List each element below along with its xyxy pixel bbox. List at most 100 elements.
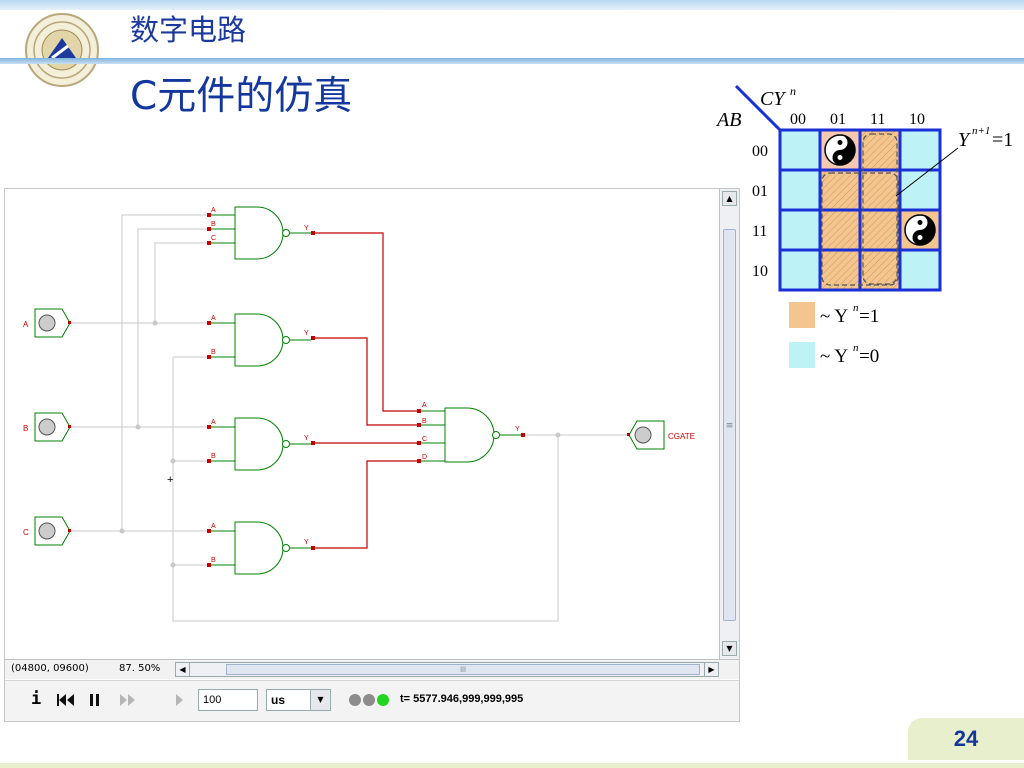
status-light-green [377,694,389,706]
info-icon[interactable]: i [31,689,42,709]
gate1-pin-c: C [211,235,216,242]
kmap-row-01: 01 [752,183,768,200]
time-unit-value: us [271,693,286,707]
gate5-pin-b: B [422,418,427,425]
gate4-pin-a: A [211,523,216,530]
gate1-pin-b: B [211,221,216,228]
header-rule [0,58,1024,64]
legend-swatch-one [789,302,815,328]
step-play-icon[interactable] [175,693,185,707]
wire-junctions [119,320,561,568]
kmap-row-11: 11 [752,223,767,240]
equation-rhs: =1 [992,129,1013,151]
gate1-pin-a: A [211,207,216,214]
kmap-col-11: 11 [870,111,885,128]
karnaugh-map: AB CY n 00 01 11 10 00 01 11 10 [715,84,1013,368]
gray-wires [70,214,629,622]
input-a-label: A [23,320,29,329]
red-wires [315,232,419,549]
input-pin-b[interactable]: B [23,412,71,442]
course-title: 数字电路 [130,13,247,47]
status-row: (04800, 09600) 87. 50% ◀ lll ▶ [5,659,739,679]
pause-icon[interactable] [89,693,101,707]
time-readout: t= 5577.946,999,999,995 [400,693,524,705]
input-b-label: B [23,424,28,433]
legend-zero-suffix: =0 [859,346,879,367]
input-pin-c[interactable]: C [23,516,71,546]
horizontal-scrollbar[interactable]: ◀ lll ▶ [175,662,719,677]
kmap-group-column [862,133,898,285]
scroll-thumb[interactable]: ≡ [723,229,736,621]
nand-gate-3[interactable]: A B Y [207,417,315,471]
gate3-pin-a: A [211,419,216,426]
yin-yang-icon-1 [824,134,856,166]
vertical-scrollbar[interactable]: ▲ ≡ ▼ [719,189,739,659]
bottom-rule [0,763,1024,768]
gate5-pin-d: D [422,454,427,461]
gate5-pin-a: A [422,402,427,409]
legend-one-sup: n [853,302,859,314]
nand-gate-1[interactable]: A B C Y [207,206,315,260]
nand-gate-2[interactable]: A B Y [207,313,315,367]
fast-forward-icon[interactable] [119,693,137,707]
legend-one-prefix: ~ Y [820,306,848,327]
scroll-down-arrow[interactable]: ▼ [722,641,737,656]
gate4-pin-b: B [211,557,216,564]
legend-swatch-zero [789,342,815,368]
hscroll-thumb[interactable]: lll [226,664,700,675]
equation-sup: n+1 [972,125,990,137]
top-band [0,0,1024,10]
kmap-row-var: AB [715,109,741,131]
kmap-col-01: 01 [830,111,846,128]
gate5-pin-c: C [422,436,427,443]
kmap-row-00: 00 [752,143,768,160]
time-unit-select[interactable]: us ▼ [266,689,331,711]
input-pin-a[interactable]: A [23,308,71,338]
kmap-col-10: 10 [909,111,925,128]
scroll-grip: ≡ [725,421,734,431]
kmap-cell-0011 [860,130,900,170]
coordinates-readout: (04800, 09600) [11,663,89,674]
hscroll-grip: lll [460,666,466,674]
circuit-canvas[interactable]: A B C A B C Y [5,189,719,659]
legend-one-suffix: =1 [859,306,879,327]
output-label: CGATE [668,432,695,441]
gate3-pin-y: Y [304,435,309,442]
equation-lhs: Y [958,129,971,151]
kmap-grid [778,128,942,292]
nand-gate-4[interactable]: A B Y [207,521,315,575]
kmap-col-00: 00 [790,111,806,128]
nand-gate-5[interactable]: A B C D Y [417,402,525,463]
gate2-pin-y: Y [304,330,309,337]
university-logo [25,13,99,87]
hscroll-right-arrow[interactable]: ▶ [704,663,718,676]
input-c-label: C [23,528,29,537]
gate2-pin-b: B [211,349,216,356]
status-light-gray-1 [349,694,361,706]
equation-pointer [895,147,959,197]
hscroll-left-arrow[interactable]: ◀ [176,663,190,676]
slide-title: C元件的仿真 [130,74,353,119]
step-input[interactable]: 100 [198,689,258,711]
kmap-group-block [821,172,899,286]
legend-zero-sup: n [853,342,859,354]
gate2-pin-a: A [211,315,216,322]
dropdown-arrow-icon[interactable]: ▼ [310,690,330,710]
status-light-gray-2 [363,694,375,706]
gate1-pin-y: Y [304,225,309,232]
page-number: 24 [908,718,1024,760]
simulation-control-bar: i 100 us ▼ t= 5577.946,999,999,995 [5,680,739,721]
kmap-col-var-sup: n [790,84,796,98]
crosshair-cursor: + [167,474,173,486]
kmap-corner-diagonal [734,84,782,132]
kmap-col-var: CY [760,88,786,110]
zoom-readout: 87. 50% [119,663,161,674]
yin-yang-icon-2 [904,214,936,246]
simulator-window: A B C A B C Y [4,188,740,722]
scroll-up-arrow[interactable]: ▲ [722,191,737,206]
rewind-icon[interactable] [57,693,75,707]
legend-zero-prefix: ~ Y [820,346,848,367]
gate4-pin-y: Y [304,539,309,546]
kmap-row-10: 10 [752,263,768,280]
output-pin-cgate[interactable]: CGATE [627,420,695,450]
